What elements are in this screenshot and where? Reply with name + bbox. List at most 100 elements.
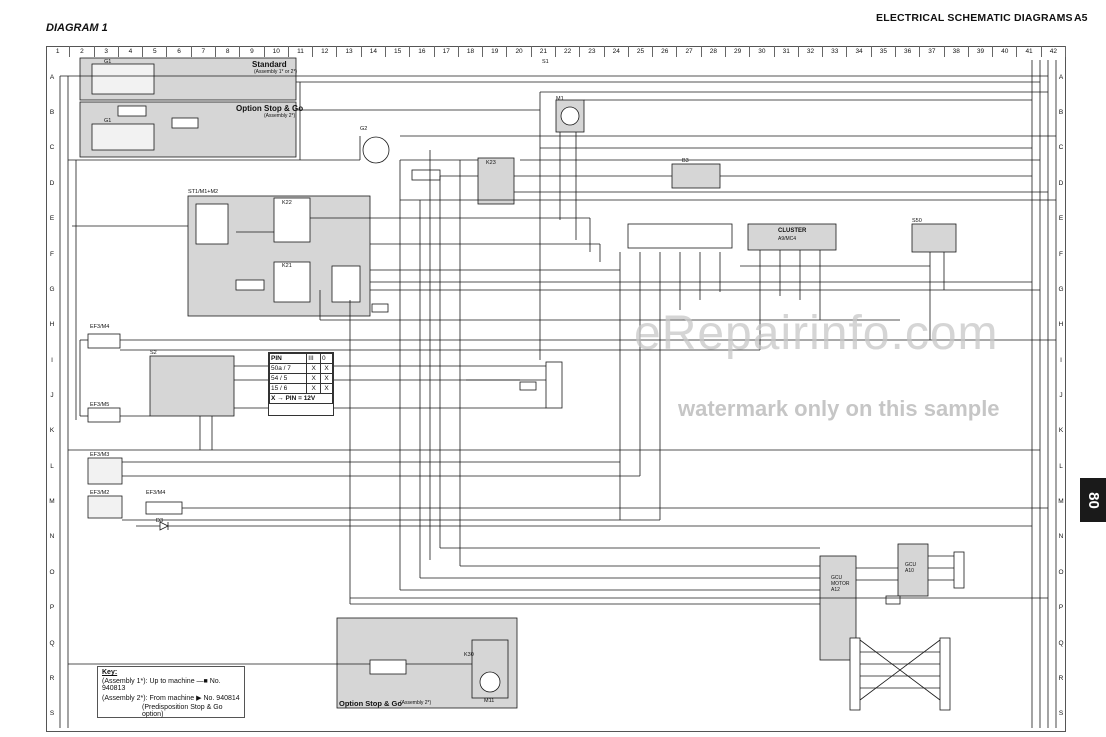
column-label: 25 <box>629 46 654 57</box>
column-label: 29 <box>726 46 751 57</box>
column-label: 33 <box>823 46 848 57</box>
pin-cell: X <box>320 383 333 394</box>
row-label: E <box>49 215 55 223</box>
watermark-site: eRepairinfo.com <box>634 307 999 360</box>
column-label: 39 <box>969 46 994 57</box>
k22-label: K22 <box>282 200 292 206</box>
ef3-m4b-label: EF3/M4 <box>146 490 166 496</box>
g1-mid-label: G1 <box>104 118 112 124</box>
row-label: H <box>49 321 55 329</box>
diagram-title: DIAGRAM 1 <box>46 22 108 34</box>
option-bottom-title: Option Stop & Go <box>339 699 402 708</box>
k30-label: K30 <box>464 652 474 658</box>
s2-label: S2 <box>150 350 157 356</box>
row-label: C <box>1058 144 1064 152</box>
row-label: Q <box>1058 639 1064 647</box>
column-label: 2 <box>70 46 95 57</box>
row-label: M <box>1058 498 1064 506</box>
b3-label: B3 <box>682 158 689 164</box>
document-code: A5 <box>1074 12 1088 24</box>
column-label: 21 <box>532 46 556 57</box>
row-label: S <box>1058 710 1064 718</box>
row-label: B <box>49 109 55 117</box>
pin-cell: X <box>306 383 322 394</box>
k21-label: K21 <box>282 263 292 269</box>
row-label: I <box>1060 356 1062 364</box>
pin-cell: X <box>320 363 333 374</box>
column-label: 37 <box>920 46 945 57</box>
column-label: 9 <box>240 46 265 57</box>
column-label: 28 <box>702 46 726 57</box>
g1-top-label: G1 <box>104 59 112 65</box>
row-label: J <box>50 392 54 399</box>
column-label: 30 <box>750 46 775 57</box>
option-subtitle: (Assembly 2*) <box>264 113 296 119</box>
section-tab[interactable]: 80 <box>1080 478 1106 522</box>
column-label: 15 <box>386 46 411 57</box>
d3-label: D3 <box>156 518 164 524</box>
row-label: O <box>49 568 55 576</box>
row-label: N <box>1058 533 1064 541</box>
column-label: 31 <box>775 46 799 57</box>
row-label: R <box>49 674 55 682</box>
column-label: 13 <box>337 46 362 57</box>
row-label: K <box>49 427 55 435</box>
row-label: F <box>1059 250 1063 258</box>
column-label: 22 <box>556 46 581 57</box>
column-label: 3 <box>95 46 119 57</box>
column-label: 24 <box>605 46 629 57</box>
row-label: H <box>1058 321 1064 329</box>
column-label: 6 <box>167 46 192 57</box>
column-label: 12 <box>313 46 338 57</box>
row-label: S <box>49 710 55 718</box>
column-label: 20 <box>507 46 532 57</box>
column-label: 26 <box>653 46 678 57</box>
column-label: 19 <box>483 46 508 57</box>
document-title: ELECTRICAL SCHEMATIC DIAGRAMS <box>876 12 1073 24</box>
column-label: 10 <box>265 46 289 57</box>
column-label: 7 <box>192 46 216 57</box>
row-label: E <box>1058 215 1064 223</box>
column-label: 23 <box>580 46 605 57</box>
key-line-3: (Predisposition Stop & Go option) <box>142 704 223 718</box>
column-label: 35 <box>872 46 896 57</box>
pin-row-1: 50a / 7 <box>268 363 308 374</box>
ef3-m2-label: EF3/M2 <box>90 490 110 496</box>
pin-cell: X <box>320 373 333 384</box>
g2-label: G2 <box>360 126 368 132</box>
pin-cell: X <box>306 363 322 374</box>
m11-label: M11 <box>484 698 495 704</box>
row-label: K <box>1058 427 1064 435</box>
option-bottom-subtitle: (Assembly 2*) <box>400 700 432 706</box>
pin-row-2: 54 / 5 <box>268 373 308 384</box>
row-label: J <box>1059 392 1063 399</box>
row-label: C <box>49 144 55 152</box>
pin-cell: X <box>306 373 322 384</box>
column-label: 36 <box>896 46 921 57</box>
row-label: I <box>51 356 53 364</box>
relay-group-label: ST1/M1+M2 <box>188 189 219 195</box>
row-label: L <box>50 462 54 470</box>
column-label: 41 <box>1017 46 1042 57</box>
row-label: G <box>49 285 55 293</box>
row-label: F <box>50 250 54 258</box>
m1-label: M1 <box>556 96 564 102</box>
row-label: P <box>1058 604 1064 612</box>
column-label: 38 <box>945 46 969 57</box>
diagram-frame <box>46 46 1066 732</box>
key-line-1: (Assembly 1*): Up to machine —■ No. 9408… <box>102 678 221 692</box>
cluster-block <box>747 223 837 251</box>
column-label: 40 <box>993 46 1018 57</box>
column-label: 32 <box>799 46 824 57</box>
cluster-subtitle: A9/MC4 <box>778 236 797 242</box>
b3-block <box>671 163 721 189</box>
row-label: B <box>1058 109 1064 117</box>
row-label: R <box>1058 674 1064 682</box>
column-label: 14 <box>362 46 386 57</box>
row-label: Q <box>49 639 55 647</box>
column-label: 1 <box>46 46 71 57</box>
k23-block <box>477 157 515 205</box>
